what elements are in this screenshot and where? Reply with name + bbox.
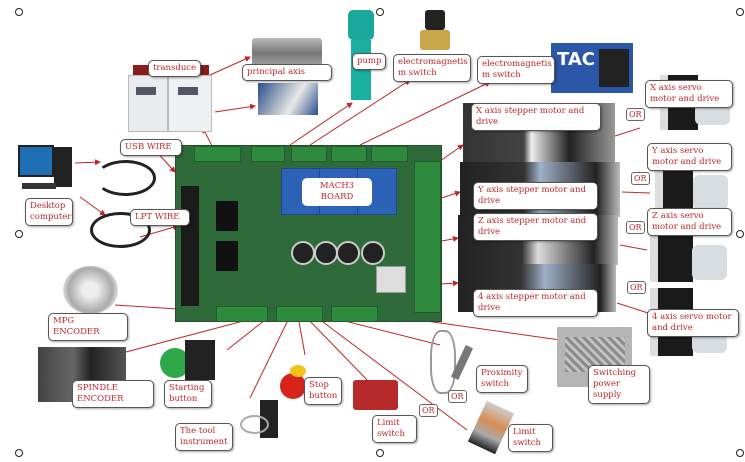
- resize-handle-bottom-center[interactable]: [376, 449, 384, 457]
- label-transduce: transduce: [148, 60, 202, 77]
- wire-transduce-spindle: [214, 103, 256, 113]
- terminal-block-bottom-1: [216, 306, 268, 322]
- label-x-servo: X axis servo motor and drive: [645, 80, 733, 108]
- label-pump: pump: [352, 53, 387, 70]
- or-label-prox: OR: [448, 390, 467, 403]
- spindle-motor-image: [252, 38, 322, 68]
- resize-handle-top-left[interactable]: [15, 8, 23, 16]
- resize-handle-bottom-right[interactable]: [736, 449, 744, 457]
- microswitch-image: [353, 380, 398, 410]
- terminal-block-bottom-2: [276, 306, 323, 322]
- capacitor-3: [336, 241, 360, 265]
- label-electromagnetism-switch-2: electromagnetis m switch: [477, 56, 555, 84]
- terminal-block-right: [414, 161, 441, 313]
- or-label-y: OR: [631, 172, 650, 185]
- or-label-x: OR: [626, 108, 645, 121]
- resize-handle-bottom-left[interactable]: [15, 449, 23, 457]
- mpg-encoder-image: [63, 266, 118, 314]
- wire-pc-lpt: [79, 196, 106, 216]
- wire-xstep-or: [614, 127, 641, 137]
- z-servo-image: [650, 230, 735, 285]
- regulator-heatsink: [376, 266, 406, 293]
- wire-zstep-or: [619, 244, 648, 251]
- terminal-block-top-2: [251, 146, 285, 162]
- label-stop-button: Stop button: [304, 377, 342, 405]
- label-switching-power-supply: Switching power supply: [588, 365, 650, 404]
- or-label-z: OR: [626, 221, 645, 234]
- y-servo-image: [655, 165, 735, 215]
- label-principal-axis: principal axis: [242, 64, 332, 81]
- mach3-board: [175, 145, 442, 322]
- tool-setter-image: [240, 400, 285, 440]
- resize-handle-top-center[interactable]: [376, 8, 384, 16]
- terminal-block-top-4: [331, 146, 367, 162]
- proximity-sensor-image: [430, 330, 480, 395]
- solenoid-valve-image: [420, 10, 450, 55]
- label-x-stepper: X axis stepper motor and drive: [471, 103, 601, 131]
- or-label-4: OR: [627, 281, 646, 294]
- label-z-stepper: Z axis stepper motor and drive: [473, 213, 598, 241]
- label-4-stepper: 4 axis stepper motor and drive: [473, 289, 598, 317]
- label-lpt-wire: LPT WIRE: [130, 209, 190, 226]
- label-electromagnetism-switch-1: electromagnetis m switch: [393, 54, 471, 82]
- stop-button-image: [280, 365, 320, 405]
- label-mpg-encoder: MPG ENCODER: [48, 313, 128, 341]
- ic-chip-2: [216, 241, 238, 271]
- label-spindle-encoder: SPINDLE ENCODER: [72, 380, 154, 408]
- wire-ystep-or: [621, 191, 651, 194]
- label-4-servo: 4 axis servo motor and drive: [647, 309, 739, 337]
- wire-4step-or: [616, 302, 649, 314]
- wire-pc-usb: [74, 159, 101, 166]
- capacitor-2: [314, 241, 338, 265]
- ic-chip-1: [216, 201, 238, 231]
- resize-handle-middle-left[interactable]: [15, 230, 23, 238]
- mach3-board-label: MACH3 BOARD: [302, 178, 372, 206]
- capacitor-1: [291, 241, 315, 265]
- label-limit-switch-1: Limit switch: [372, 415, 417, 443]
- label-desktop-computer: Desktop computer: [25, 198, 73, 226]
- label-z-servo: Z axis servo motor and drive: [647, 208, 732, 236]
- desktop-computer-image: [18, 145, 78, 195]
- spindle-image: [258, 83, 318, 115]
- terminal-block-bottom-3: [331, 306, 378, 322]
- db25-connector: [181, 186, 199, 306]
- label-y-servo: Y axis servo motor and drive: [647, 143, 732, 171]
- usb-cable-image: [95, 160, 156, 196]
- label-y-stepper: Y axis stepper motor and drive: [473, 182, 598, 210]
- start-button-image: [160, 340, 220, 385]
- label-tool-instrument: The tool instrument: [175, 423, 233, 451]
- label-starting-button: Starting button: [164, 380, 212, 408]
- label-limit-switch-2: Limit switch: [508, 424, 553, 452]
- or-label-limit: OR: [419, 404, 438, 417]
- terminal-block-top-3: [291, 146, 327, 162]
- resize-handle-top-right[interactable]: [736, 8, 744, 16]
- resize-handle-middle-right[interactable]: [736, 230, 744, 238]
- label-usb-wire: USB WIRE: [120, 139, 182, 156]
- terminal-block-top-5: [371, 146, 408, 162]
- terminal-block-top-1: [194, 146, 241, 162]
- capacitor-4: [361, 241, 385, 265]
- label-proximity-switch: Proximity switch: [476, 365, 528, 393]
- pneumatic-valve-image: TAC: [551, 43, 633, 93]
